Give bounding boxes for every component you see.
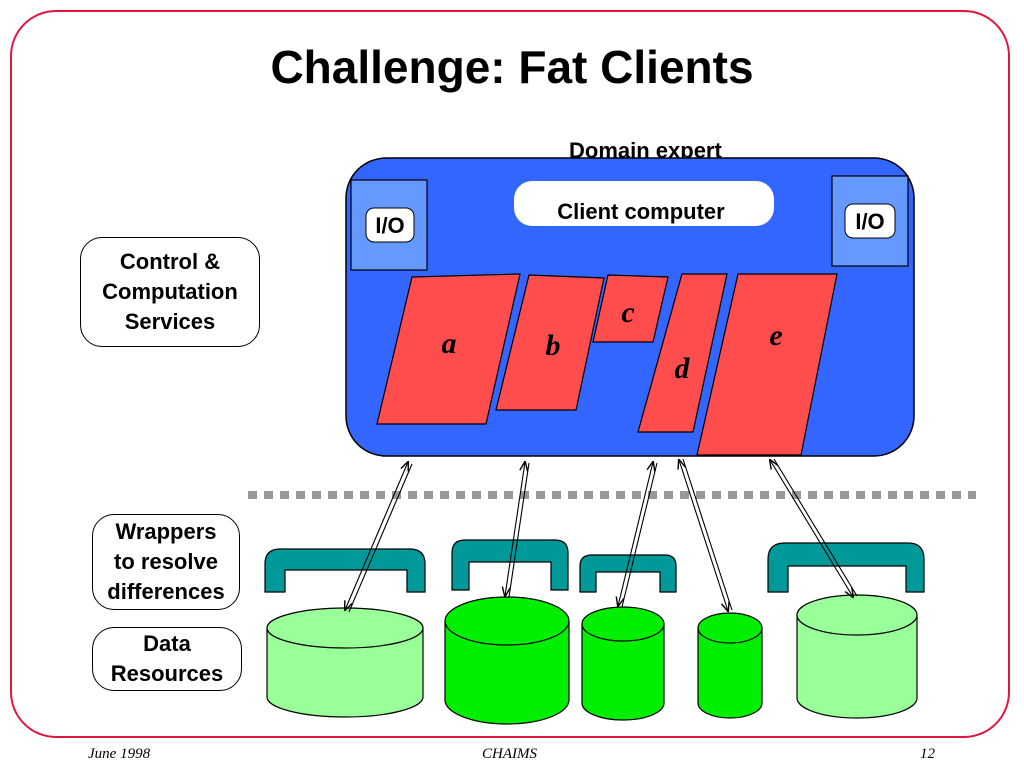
wrapper-2: [451, 539, 569, 591]
module-a: [376, 273, 521, 425]
client-computer-label-box: [514, 181, 774, 226]
arrow-db3-client: [618, 462, 658, 607]
slide-title: Challenge: Fat Clients: [270, 41, 754, 93]
database-1: [266, 607, 424, 718]
arrow-db1-client: [345, 462, 413, 612]
module-e-label: e: [769, 319, 782, 352]
wrapper-1: [264, 548, 426, 593]
module-b-label: b: [546, 329, 561, 362]
footer-page-number: 12: [920, 746, 935, 762]
connector-arrows: [345, 459, 858, 612]
io-label-box-right: [844, 203, 896, 239]
footer-date: June 1998: [88, 746, 151, 762]
arrow-db2-client: [505, 462, 530, 597]
io-label-right: I/O: [855, 209, 884, 234]
arrow-db4-client: [679, 459, 733, 611]
database-2: [444, 596, 570, 725]
data-resources-label: Data Resources: [92, 627, 242, 691]
module-c: [592, 274, 669, 343]
io-label-left: I/O: [375, 213, 404, 238]
database-4: [697, 612, 763, 719]
control-computation-label: Control & Computation Services: [80, 237, 260, 347]
database-5: [796, 594, 918, 719]
client-computer-label: Client computer: [557, 199, 725, 224]
footer-center: CHAIMS: [482, 746, 537, 762]
module-a-label: a: [442, 327, 457, 360]
module-d-label: d: [675, 352, 691, 385]
module-d: [637, 273, 728, 433]
arrow-db5-client: [770, 459, 858, 597]
wrapper-3: [579, 554, 677, 593]
io-label-box-left: [365, 207, 415, 243]
slide-frame: [10, 10, 1010, 738]
wrappers-label: Wrappers to resolve differences: [92, 514, 240, 610]
database-3: [581, 606, 665, 721]
module-b: [495, 274, 605, 411]
module-e: [696, 273, 838, 456]
module-c-label: c: [621, 296, 634, 329]
